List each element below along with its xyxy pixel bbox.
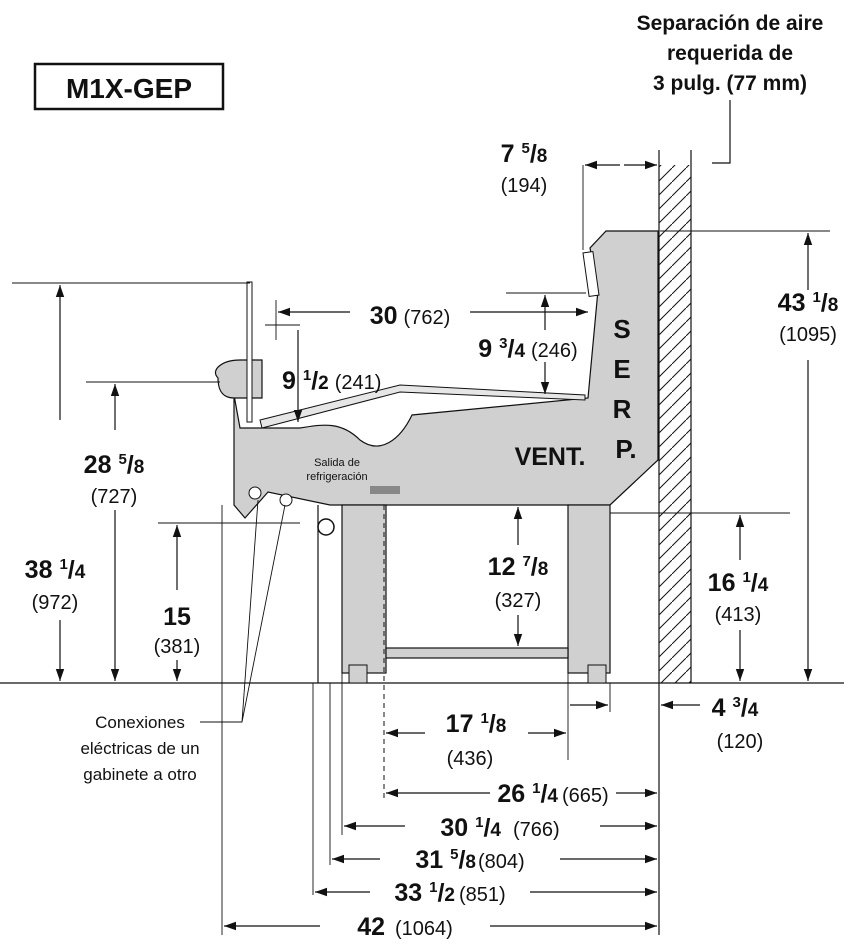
svg-text:4 3/4: 4 3/4 [712, 694, 759, 722]
serp-label: S E R P. [613, 314, 637, 464]
svg-text:15: 15 [163, 603, 191, 631]
dim-9-half-label: 9 1/2(241) [282, 367, 381, 395]
dim-43-label: 43 1/8 (1095) [778, 289, 839, 346]
serp-e: E [613, 354, 630, 384]
model-box [33, 62, 225, 111]
wall [659, 165, 691, 683]
connections-line-2: eléctricas de un [80, 739, 199, 758]
dim-12-label: 12 7/8 (327) [488, 553, 549, 612]
svg-text:(727): (727) [91, 486, 138, 508]
cross-brace [385, 647, 569, 659]
connections-line-3: gabinete a otro [83, 765, 196, 784]
foot-front [348, 664, 368, 684]
svg-text:16 1/4: 16 1/4 [708, 569, 769, 597]
front-bumper [214, 359, 263, 399]
connections-line-1: Conexiones [95, 713, 185, 732]
svg-text:43 1/8: 43 1/8 [778, 289, 839, 317]
svg-text:(436): (436) [447, 748, 494, 770]
svg-text:26 1/4(665): 26 1/4(665) [497, 780, 608, 808]
svg-text:(1095): (1095) [779, 324, 837, 346]
rear-glass [582, 250, 600, 298]
dim-26-label: 26 1/4(665) [497, 780, 608, 808]
svg-text:30(762): 30(762) [370, 302, 451, 330]
svg-text:42(1064): 42(1064) [357, 913, 453, 941]
refrig-outlet-line-1: Salida de [314, 457, 360, 469]
dim-9-34-label: 9 3/4(246) [478, 335, 577, 363]
connections-leader [200, 499, 286, 723]
clearance-note-line-2: requerida de [667, 42, 793, 65]
clearance-note-line-3: 3 pulg. (77 mm) [653, 72, 807, 95]
model-label: M1X-GEP [66, 73, 192, 104]
outlet-plate [370, 486, 400, 494]
svg-text:38 1/4: 38 1/4 [25, 556, 86, 584]
dim-15-label: 15 (381) [154, 603, 201, 658]
svg-text:7 5/8: 7 5/8 [501, 140, 548, 168]
svg-text:(327): (327) [495, 590, 542, 612]
dim-42-label: 42(1064) [357, 913, 453, 941]
dim-28-label: 28 5/8 (727) [84, 451, 145, 508]
knob-1 [248, 486, 262, 500]
serp-p: P. [615, 434, 636, 464]
dim-31-label: 31 5/8(804) [415, 846, 524, 874]
leg-rear [567, 504, 611, 674]
svg-text:12 7/8: 12 7/8 [488, 553, 549, 581]
refrig-outlet-line-2: refrigeración [306, 471, 367, 483]
svg-text:30 1/4(766): 30 1/4(766) [440, 814, 559, 842]
dim-16-label: 16 1/4 (413) [708, 569, 769, 626]
svg-text:33 1/2(851): 33 1/2(851) [394, 879, 505, 907]
svg-text:31 5/8(804): 31 5/8(804) [415, 846, 524, 874]
clearance-note: Separación de aire requerida de 3 pulg. … [637, 12, 824, 95]
svg-text:(381): (381) [154, 636, 201, 658]
clearance-leader [712, 100, 731, 164]
svg-text:(972): (972) [32, 592, 79, 614]
pan-rail [259, 384, 586, 429]
dim-38-label: 38 1/4 (972) [25, 556, 86, 614]
dim-33-label: 33 1/2(851) [394, 879, 505, 907]
knob-2 [279, 493, 293, 507]
cabinet-body [233, 230, 659, 519]
foot-rear [587, 664, 607, 684]
connections-note: Conexiones eléctricas de un gabinete a o… [80, 713, 199, 784]
svg-text:9 1/2(241): 9 1/2(241) [282, 367, 381, 395]
serp-s: S [613, 314, 630, 344]
svg-text:(194): (194) [501, 175, 548, 197]
vent-label: VENT. [515, 443, 586, 471]
serp-r: R [613, 394, 632, 424]
sneeze-guard [246, 281, 253, 423]
svg-text:17 1/8: 17 1/8 [446, 710, 507, 738]
dim-7-58-label: 7 5/8 (194) [501, 140, 548, 197]
svg-text:(120): (120) [717, 731, 764, 753]
clearance-note-line-1: Separación de aire [637, 12, 824, 35]
dim-17-label: 17 1/8 (436) [446, 710, 507, 770]
dim-4-label: 4 3/4 (120) [712, 694, 764, 753]
dim-30-label: 30(762) [370, 302, 451, 330]
drain-fitting [317, 518, 335, 536]
svg-text:(413): (413) [715, 604, 762, 626]
svg-text:28 5/8: 28 5/8 [84, 451, 145, 479]
leg-front [341, 504, 387, 674]
svg-text:9 3/4(246): 9 3/4(246) [478, 335, 577, 363]
dim-30-14-label: 30 1/4(766) [440, 814, 559, 842]
